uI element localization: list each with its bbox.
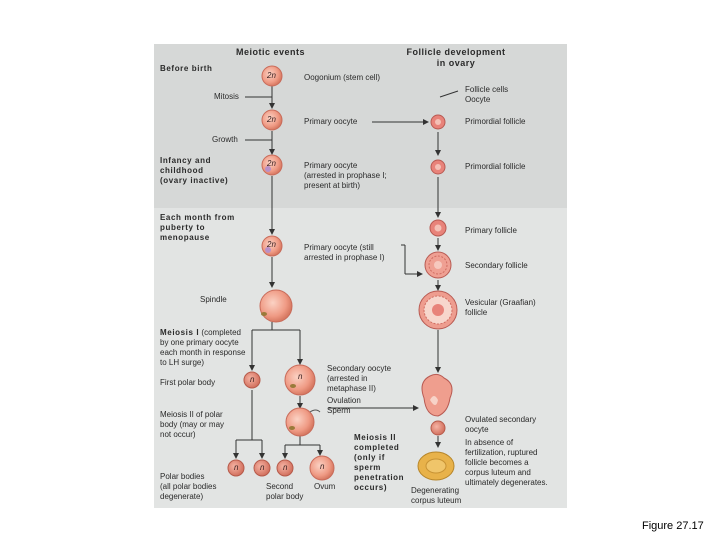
- label-second-polar-body: Second polar body: [266, 482, 304, 501]
- heading-follicle-development: Follicle development in ovary: [406, 47, 506, 68]
- follicle-primordial-1: [430, 114, 446, 130]
- label-secondary-oocyte: Secondary oocyte (arrested in metaphase …: [327, 364, 392, 393]
- label-puberty: Each month from puberty to menopause: [160, 213, 235, 242]
- postnatal-band: [154, 208, 567, 508]
- label-meiosis-one-title: Meiosis I: [160, 328, 200, 337]
- ploidy-label: n: [283, 463, 288, 472]
- meiotic-flow-lines: [233, 86, 323, 459]
- label-ovum: Ovum: [314, 482, 336, 491]
- label-meiosis-one: Meiosis I (completed by one primary oocy…: [160, 328, 270, 368]
- follicle-secondary: [424, 251, 452, 279]
- cell-oocyte-with-sperm: [285, 407, 321, 437]
- ploidy-label: 2n: [267, 71, 276, 80]
- label-degenerating-corpus-luteum: Degenerating corpus luteum: [411, 486, 462, 505]
- ploidy-label: 2n: [267, 240, 276, 249]
- ploidy-label: n: [250, 375, 255, 384]
- cell-spindle-oocyte: [259, 289, 293, 323]
- cell-primary-oocyte-still: [261, 235, 283, 257]
- follicle-primary: [429, 219, 447, 237]
- label-first-polar-body: First polar body: [160, 378, 216, 387]
- figure-panel: [154, 44, 567, 508]
- label-primary-oocyte-arrested: Primary oocyte (arrested in prophase I; …: [304, 161, 387, 190]
- label-spindle: Spindle: [200, 295, 227, 304]
- label-follicle-cells-oocyte: Follicle cells Oocyte: [465, 85, 509, 104]
- label-secondary-follicle: Secondary follicle: [465, 261, 528, 270]
- ploidy-label: n: [234, 463, 239, 472]
- label-growth: Growth: [212, 135, 238, 144]
- label-corpus-luteum-note: In absence of fertilization, ruptured fo…: [465, 438, 548, 487]
- label-ovulated-oocyte: Ovulated secondary oocyte: [465, 415, 537, 434]
- figure-caption: Figure 27.17: [642, 520, 704, 532]
- follicle-vesicular: [418, 290, 458, 330]
- label-infancy: Infancy and childhood (ovary inactive): [160, 156, 229, 185]
- follicle-ruptured: [421, 373, 453, 417]
- label-polar-bodies: Polar bodies (all polar bodies degenerat…: [160, 472, 217, 501]
- label-before-birth: Before birth: [160, 64, 213, 73]
- ploidy-label: n: [320, 462, 325, 471]
- corpus-luteum: [417, 451, 455, 481]
- label-oogonium: Oogonium (stem cell): [304, 73, 381, 82]
- ploidy-label: 2n: [267, 159, 276, 168]
- label-ovulation: Ovulation: [327, 396, 361, 405]
- label-meiosis-two-polar: Meiosis II of polar body (may or may not…: [160, 410, 225, 439]
- cell-primary-oocyte-arrested: [261, 154, 283, 176]
- cell-polar-bodies: [227, 459, 294, 477]
- prenatal-band: [154, 44, 567, 208]
- label-primary-oocyte: Primary oocyte: [304, 117, 358, 126]
- label-mitosis: Mitosis: [214, 92, 239, 101]
- cell-oogonium: [261, 65, 283, 87]
- heading-meiotic-events: Meiotic events: [236, 47, 306, 57]
- cell-primary-oocyte: [261, 109, 283, 131]
- cell-first-polar-body: [243, 371, 261, 389]
- cell-ovum: [309, 455, 335, 481]
- cell-ovulated-oocyte: [430, 420, 446, 436]
- label-meiosis-one-text: (completed by one primary oocyte each mo…: [160, 328, 246, 367]
- cross-arrows: [328, 90, 459, 411]
- ploidy-label: n: [260, 463, 265, 472]
- ploidy-label: n: [298, 372, 303, 381]
- label-vesicular-follicle: Vesicular (Graafian) follicle: [465, 298, 536, 317]
- label-primary-follicle: Primary follicle: [465, 226, 518, 235]
- label-primordial-follicle: Primordial follicle: [465, 117, 526, 126]
- cell-secondary-oocyte: [284, 364, 316, 396]
- ploidy-label: 2n: [267, 115, 276, 124]
- label-meiosis-two-completed: Meiosis II completed (only if sperm pene…: [354, 433, 405, 492]
- label-primary-oocyte-still: Primary oocyte (still arrested in propha…: [304, 243, 385, 262]
- follicle-primordial-2: [430, 159, 446, 175]
- label-sperm: Sperm: [327, 406, 351, 415]
- label-primordial-follicle: Primordial follicle: [465, 162, 526, 171]
